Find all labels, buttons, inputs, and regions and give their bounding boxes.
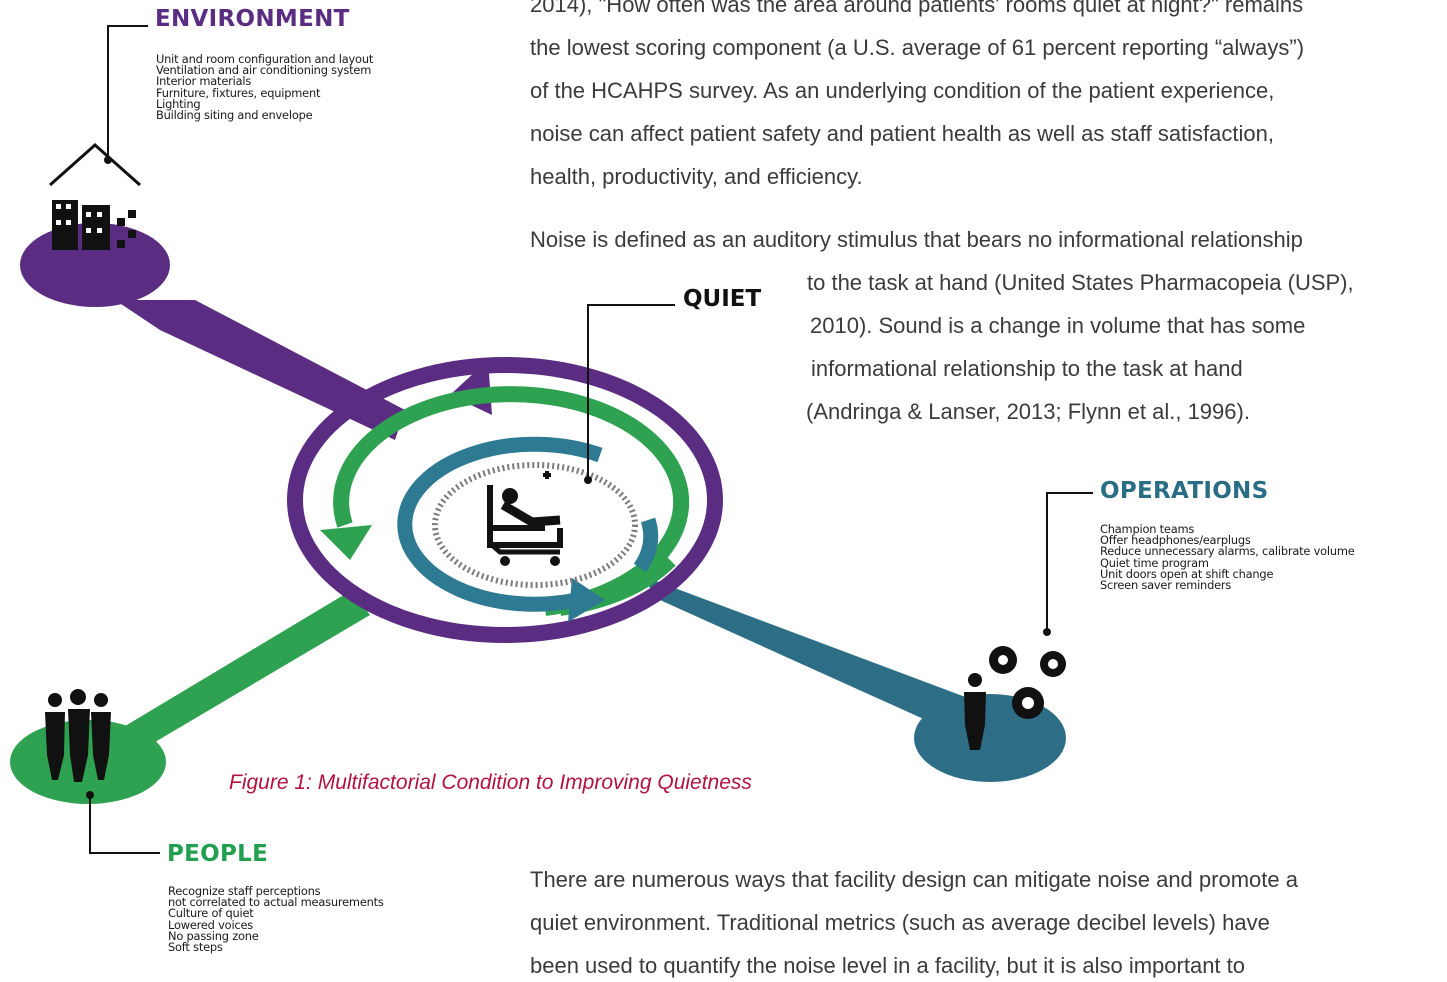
people-title: PEOPLE <box>167 841 269 867</box>
list-item: Offer headphones/earplugs <box>1100 533 1251 548</box>
people-leader-dot <box>86 791 94 799</box>
people-group-icon <box>45 689 111 782</box>
operations-title: OPERATIONS <box>1100 478 1269 504</box>
quiet-leader <box>587 304 675 478</box>
list-item: Reduce unnecessary alarms, calibrate vol… <box>1100 544 1355 559</box>
paragraph-line: noise can affect patient safety and pati… <box>530 121 1274 146</box>
list-item: Building siting and envelope <box>156 108 313 123</box>
bed-wheel-left <box>500 556 510 566</box>
inner-ring-arrowhead <box>568 578 605 622</box>
inner-ring-lower <box>633 517 659 573</box>
operations-leader <box>1046 492 1093 632</box>
environment-list: Unit and room configuration and layout V… <box>156 52 374 123</box>
paragraph-line: informational relationship to the task a… <box>811 356 1243 381</box>
list-item: not correlated to actual measurements <box>168 895 384 910</box>
quiet-leader-dot <box>584 476 592 484</box>
environment-leader <box>107 25 148 160</box>
paragraph-line: 2014), "How often was the area around pa… <box>530 0 1304 17</box>
patient-bed-icon <box>487 485 563 555</box>
list-item: Champion teams <box>1100 522 1195 536</box>
operations-leader-dot <box>1043 628 1051 636</box>
list-item: No passing zone <box>168 928 259 943</box>
operations-spoke <box>640 575 1000 740</box>
dotted-center-ring <box>432 462 638 588</box>
paragraph-line: quiet environment. Traditional metrics (… <box>530 910 1270 935</box>
environment-leader-dot <box>104 156 112 164</box>
paragraph-line: to the task at hand (United States Pharm… <box>807 270 1354 295</box>
list-item: Unit doors open at shift change <box>1100 566 1274 581</box>
paragraph-line: health, productivity, and efficiency. <box>530 164 863 189</box>
environment-spoke <box>115 300 405 440</box>
middle-ring-arrowhead <box>320 525 372 560</box>
gears-person-icon <box>964 646 1066 750</box>
paragraph-line: the lowest scoring component (a U.S. ave… <box>530 35 1305 60</box>
outer-ring <box>287 357 723 643</box>
operations-list: Champion teams Offer headphones/earplugs… <box>1100 522 1355 593</box>
quiet-title: QUIET <box>683 286 762 312</box>
paragraph-line: There are numerous ways that facility de… <box>530 867 1298 892</box>
people-spoke <box>110 590 370 745</box>
paragraph-noise-definition: Noise is defined as an auditory stimulus… <box>530 218 1354 433</box>
list-item: Recognize staff perceptions <box>168 884 321 898</box>
paragraph-line: of the HCAHPS survey. As an underlying c… <box>530 78 1275 103</box>
environment-title: ENVIRONMENT <box>155 6 350 32</box>
paragraph-facility-design: There are numerous ways that facility de… <box>530 858 1298 982</box>
list-item: Soft steps <box>168 940 223 955</box>
inner-ring <box>397 436 603 612</box>
paragraph-line: 2010). Sound is a change in volume that … <box>810 313 1306 338</box>
building-icon <box>49 142 141 250</box>
list-item: Interior materials <box>156 74 252 89</box>
list-item: Lowered voices <box>168 917 254 932</box>
list-item: Lighting <box>156 96 201 111</box>
list-item: Culture of quiet <box>168 906 254 921</box>
paragraph-line: (Andringa & Lanser, 2013; Flynn et al., … <box>806 399 1250 424</box>
list-item: Unit and room configuration and layout <box>156 52 374 66</box>
paragraph-hcahps: 2014), "How often was the area around pa… <box>530 0 1304 198</box>
paragraph-line: been used to quantify the noise level in… <box>530 953 1245 978</box>
people-leader <box>89 795 160 854</box>
paragraph-line: Noise is defined as an auditory stimulus… <box>530 227 1303 252</box>
bed-wheel-right <box>550 556 560 566</box>
figure-caption: Figure 1: Multifactorial Condition to Im… <box>229 771 752 794</box>
list-item: Ventilation and air conditioning system <box>156 63 372 78</box>
list-item: Screen saver reminders <box>1100 578 1232 593</box>
people-list: Recognize staff perceptions not correlat… <box>168 884 384 955</box>
plus-icon <box>543 471 551 479</box>
list-item: Quiet time program <box>1100 555 1209 570</box>
patient-head <box>502 488 518 504</box>
list-item: Furniture, fixtures, equipment <box>156 85 321 100</box>
